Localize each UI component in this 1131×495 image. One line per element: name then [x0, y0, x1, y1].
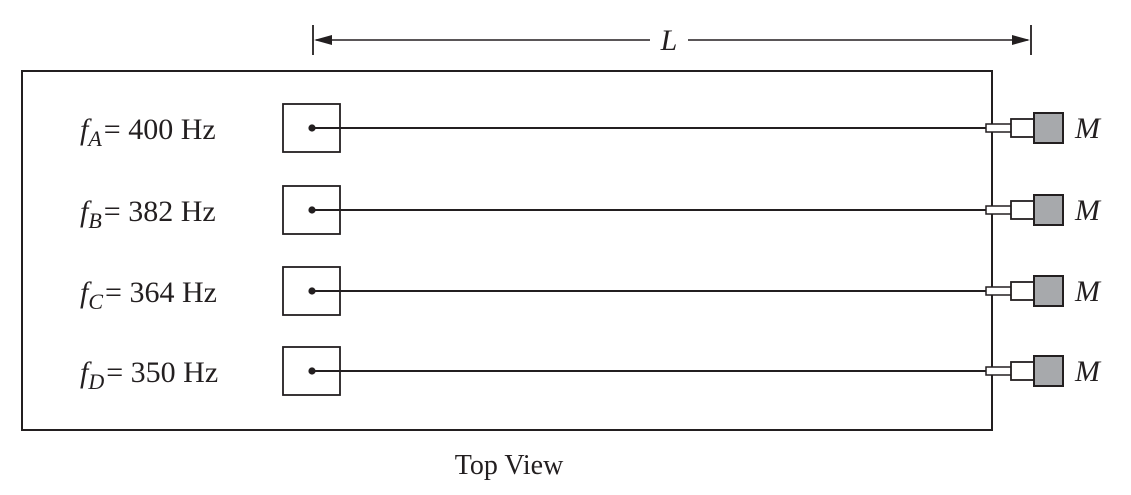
- frequency-unit: Hz: [183, 356, 218, 389]
- dimension-arrow-left: [314, 35, 332, 45]
- string-row-b: fB= 382 Hz M: [80, 185, 1102, 235]
- hanging-mass: [1033, 275, 1064, 307]
- mass-label: M: [1074, 355, 1102, 388]
- pulley-axle: [985, 205, 1013, 215]
- pulley-axle: [985, 286, 1013, 296]
- frequency-subscript: B: [88, 208, 101, 233]
- string-row-a: fA= 400 Hz M: [80, 103, 1102, 153]
- mass-label: M: [1074, 194, 1102, 227]
- mass-label: M: [1074, 112, 1102, 145]
- dimension-label: L: [660, 24, 678, 57]
- frequency-subscript: C: [88, 289, 103, 314]
- frequency-equals: =: [104, 113, 128, 146]
- hanging-mass: [1033, 355, 1064, 387]
- dimension-marker: L: [312, 24, 1032, 57]
- board-outline: [21, 70, 993, 431]
- frequency-unit: Hz: [181, 195, 216, 228]
- frequency-equals: =: [105, 276, 129, 309]
- dimension-arrow-right: [1012, 35, 1030, 45]
- string-row-c: fC= 364 Hz M: [80, 266, 1102, 316]
- pulley-axle: [985, 123, 1013, 133]
- frequency-label: fA= 400 Hz: [80, 113, 216, 151]
- frequency-value: 400: [128, 113, 181, 146]
- hanging-mass: [1033, 194, 1064, 226]
- frequency-value: 382: [128, 195, 181, 228]
- pulley-axle: [985, 366, 1013, 376]
- string-row-d: fD= 350 Hz M: [80, 346, 1102, 396]
- frequency-value: 350: [131, 356, 184, 389]
- frequency-subscript: A: [86, 126, 102, 151]
- mass-label: M: [1074, 275, 1102, 308]
- frequency-unit: Hz: [182, 276, 217, 309]
- frequency-label: fD= 350 Hz: [80, 356, 218, 394]
- strings-group: fA= 400 Hz MfB= 382 Hz MfC= 364 Hz MfD= 350…: [80, 103, 1102, 396]
- hanging-mass: [1033, 112, 1064, 144]
- frequency-subscript: D: [87, 369, 104, 394]
- frequency-label: fB= 382 Hz: [80, 195, 216, 233]
- frequency-equals: =: [104, 195, 128, 228]
- frequency-value: 364: [129, 276, 182, 309]
- caption: Top View: [455, 450, 564, 481]
- frequency-unit: Hz: [181, 113, 216, 146]
- frequency-equals: =: [106, 356, 130, 389]
- frequency-label: fC= 364 Hz: [80, 276, 217, 314]
